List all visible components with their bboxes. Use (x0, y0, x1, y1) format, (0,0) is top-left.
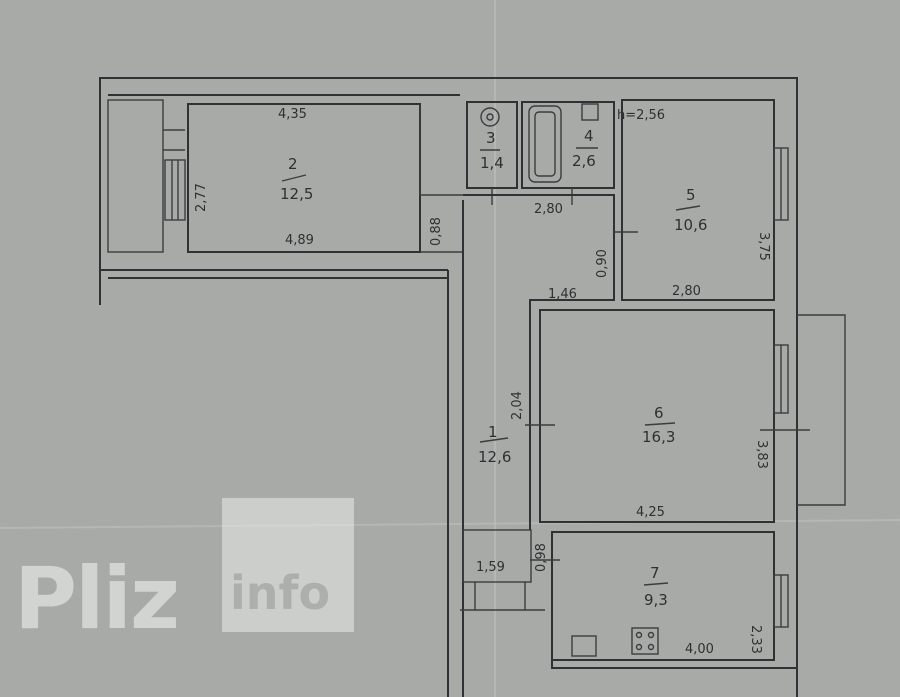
balcony-right (797, 314, 846, 506)
dim-room2-top: 4,35 (278, 107, 307, 122)
dim-room2-bottom: 4,89 (285, 233, 314, 248)
room-7-area: 9,3 (644, 591, 668, 609)
room-6-area: 16,3 (642, 428, 675, 446)
bathroom-blocks (466, 101, 615, 205)
sink-icon (581, 103, 599, 121)
room-3-area: 1,4 (480, 154, 504, 172)
room-5-outline (621, 99, 775, 301)
dim-room6-side: 3,83 (754, 440, 769, 469)
dim-corridor-door2: 0,98 (534, 543, 549, 572)
ceiling-height-label: h=2,56 (617, 108, 665, 123)
dim-corridor-bottom: 1,59 (476, 560, 505, 575)
dim-room7-bottom: 4,00 (685, 642, 714, 657)
room-5-window (773, 147, 789, 221)
bathtub-icon (528, 105, 562, 183)
watermark-suffix: info (230, 566, 331, 620)
room-1-corridor (460, 194, 615, 611)
dim-room5-side: 3,75 (756, 232, 771, 261)
stove-icon (631, 627, 659, 655)
dim-room2-door: 0,88 (429, 217, 444, 246)
room-1-area: 12,6 (478, 448, 511, 466)
dim-corridor-door: 0,90 (595, 249, 610, 278)
dim-room6-bottom: 4,25 (636, 505, 665, 520)
watermark-logo-box (222, 498, 354, 632)
room-4-area: 2,6 (572, 152, 596, 170)
dim-room7-side: 2,33 (748, 625, 763, 654)
dim-corridor-step: 1,46 (548, 287, 577, 302)
room-1-number: 1 (488, 423, 498, 441)
room-3-number: 3 (486, 129, 496, 147)
watermark-brand: Pliz (14, 549, 180, 649)
room-2-number: 2 (288, 155, 298, 173)
dim-corridor-wall: 2,04 (510, 391, 525, 420)
dim-room2-side: 2,77 (194, 183, 209, 212)
room-label-bars (281, 147, 701, 586)
room-5-number: 5 (686, 186, 696, 204)
dim-room5-bottom: 2,80 (672, 284, 701, 299)
dim-corridor-top: 2,80 (534, 202, 563, 217)
room-4-number: 4 (584, 127, 594, 145)
room-2-area: 12,5 (280, 185, 313, 203)
outer-walls (99, 77, 798, 697)
room-6-window (773, 344, 789, 414)
room-7-number: 7 (650, 564, 660, 582)
room-6-number: 6 (654, 404, 664, 422)
room-7-window (773, 574, 789, 628)
room-6-outline (539, 309, 775, 523)
room-2-door-jamb (419, 104, 463, 196)
room-2-outline (187, 103, 421, 253)
room-5-area: 10,6 (674, 216, 707, 234)
loggia-left (107, 99, 186, 253)
toilet-icon (480, 107, 500, 127)
kitchen-sink-icon (571, 635, 597, 657)
